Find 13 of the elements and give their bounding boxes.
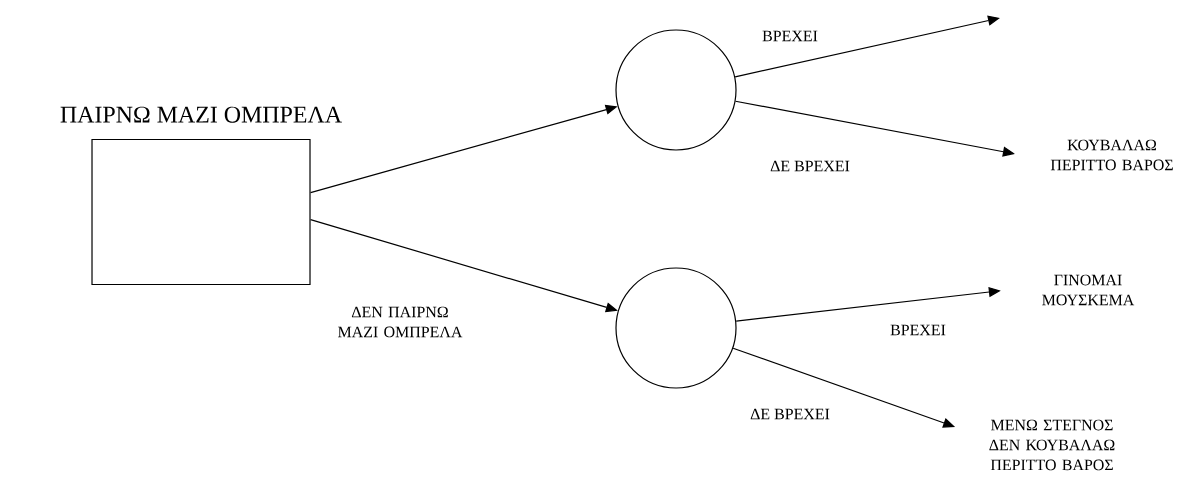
edge-label: ΔΕΝ ΠΑΙΡΝΩ ΜΑΖΙ ΟΜΠΡΕΛΑ [338,306,463,338]
node-label: ΠΑΙΡΝΩ ΜΑΖΙ ΟΜΠΡΕΛΑ [60,106,342,123]
chance-circle [615,29,737,151]
chance-circle [615,267,737,389]
edge-label: ΔΕ ΒΡΕΧΕΙ [770,160,850,172]
edge-label: ΔΕ ΒΡΕΧΕΙ [750,408,830,420]
arrow [734,15,1000,78]
outcome-text: ΜΕΝΩ ΣΤΕΓΝΟΣ ΔΕΝ ΚΟΥΒΑΛΑΩ ΠΕΡΙΤΤΟ ΒΑΡΟΣ [989,419,1115,471]
outcome-text: ΚΟΥΒΑΛΑΩ ΠΕΡΙΤΤΟ ΒΑΡΟΣ [1050,139,1173,171]
outcome-text: ΓΙΝΟΜΑΙ ΜΟΥΣΚΕΜΑ [1042,274,1135,306]
edge-label: ΒΡΕΧΕΙ [762,30,818,42]
decision-box: ΠΑΙΡΝΩ ΜΑΖΙ ΟΜΠΡΕΛΑ [60,106,342,286]
edge-label: ΒΡΕΧΕΙ [890,324,946,336]
